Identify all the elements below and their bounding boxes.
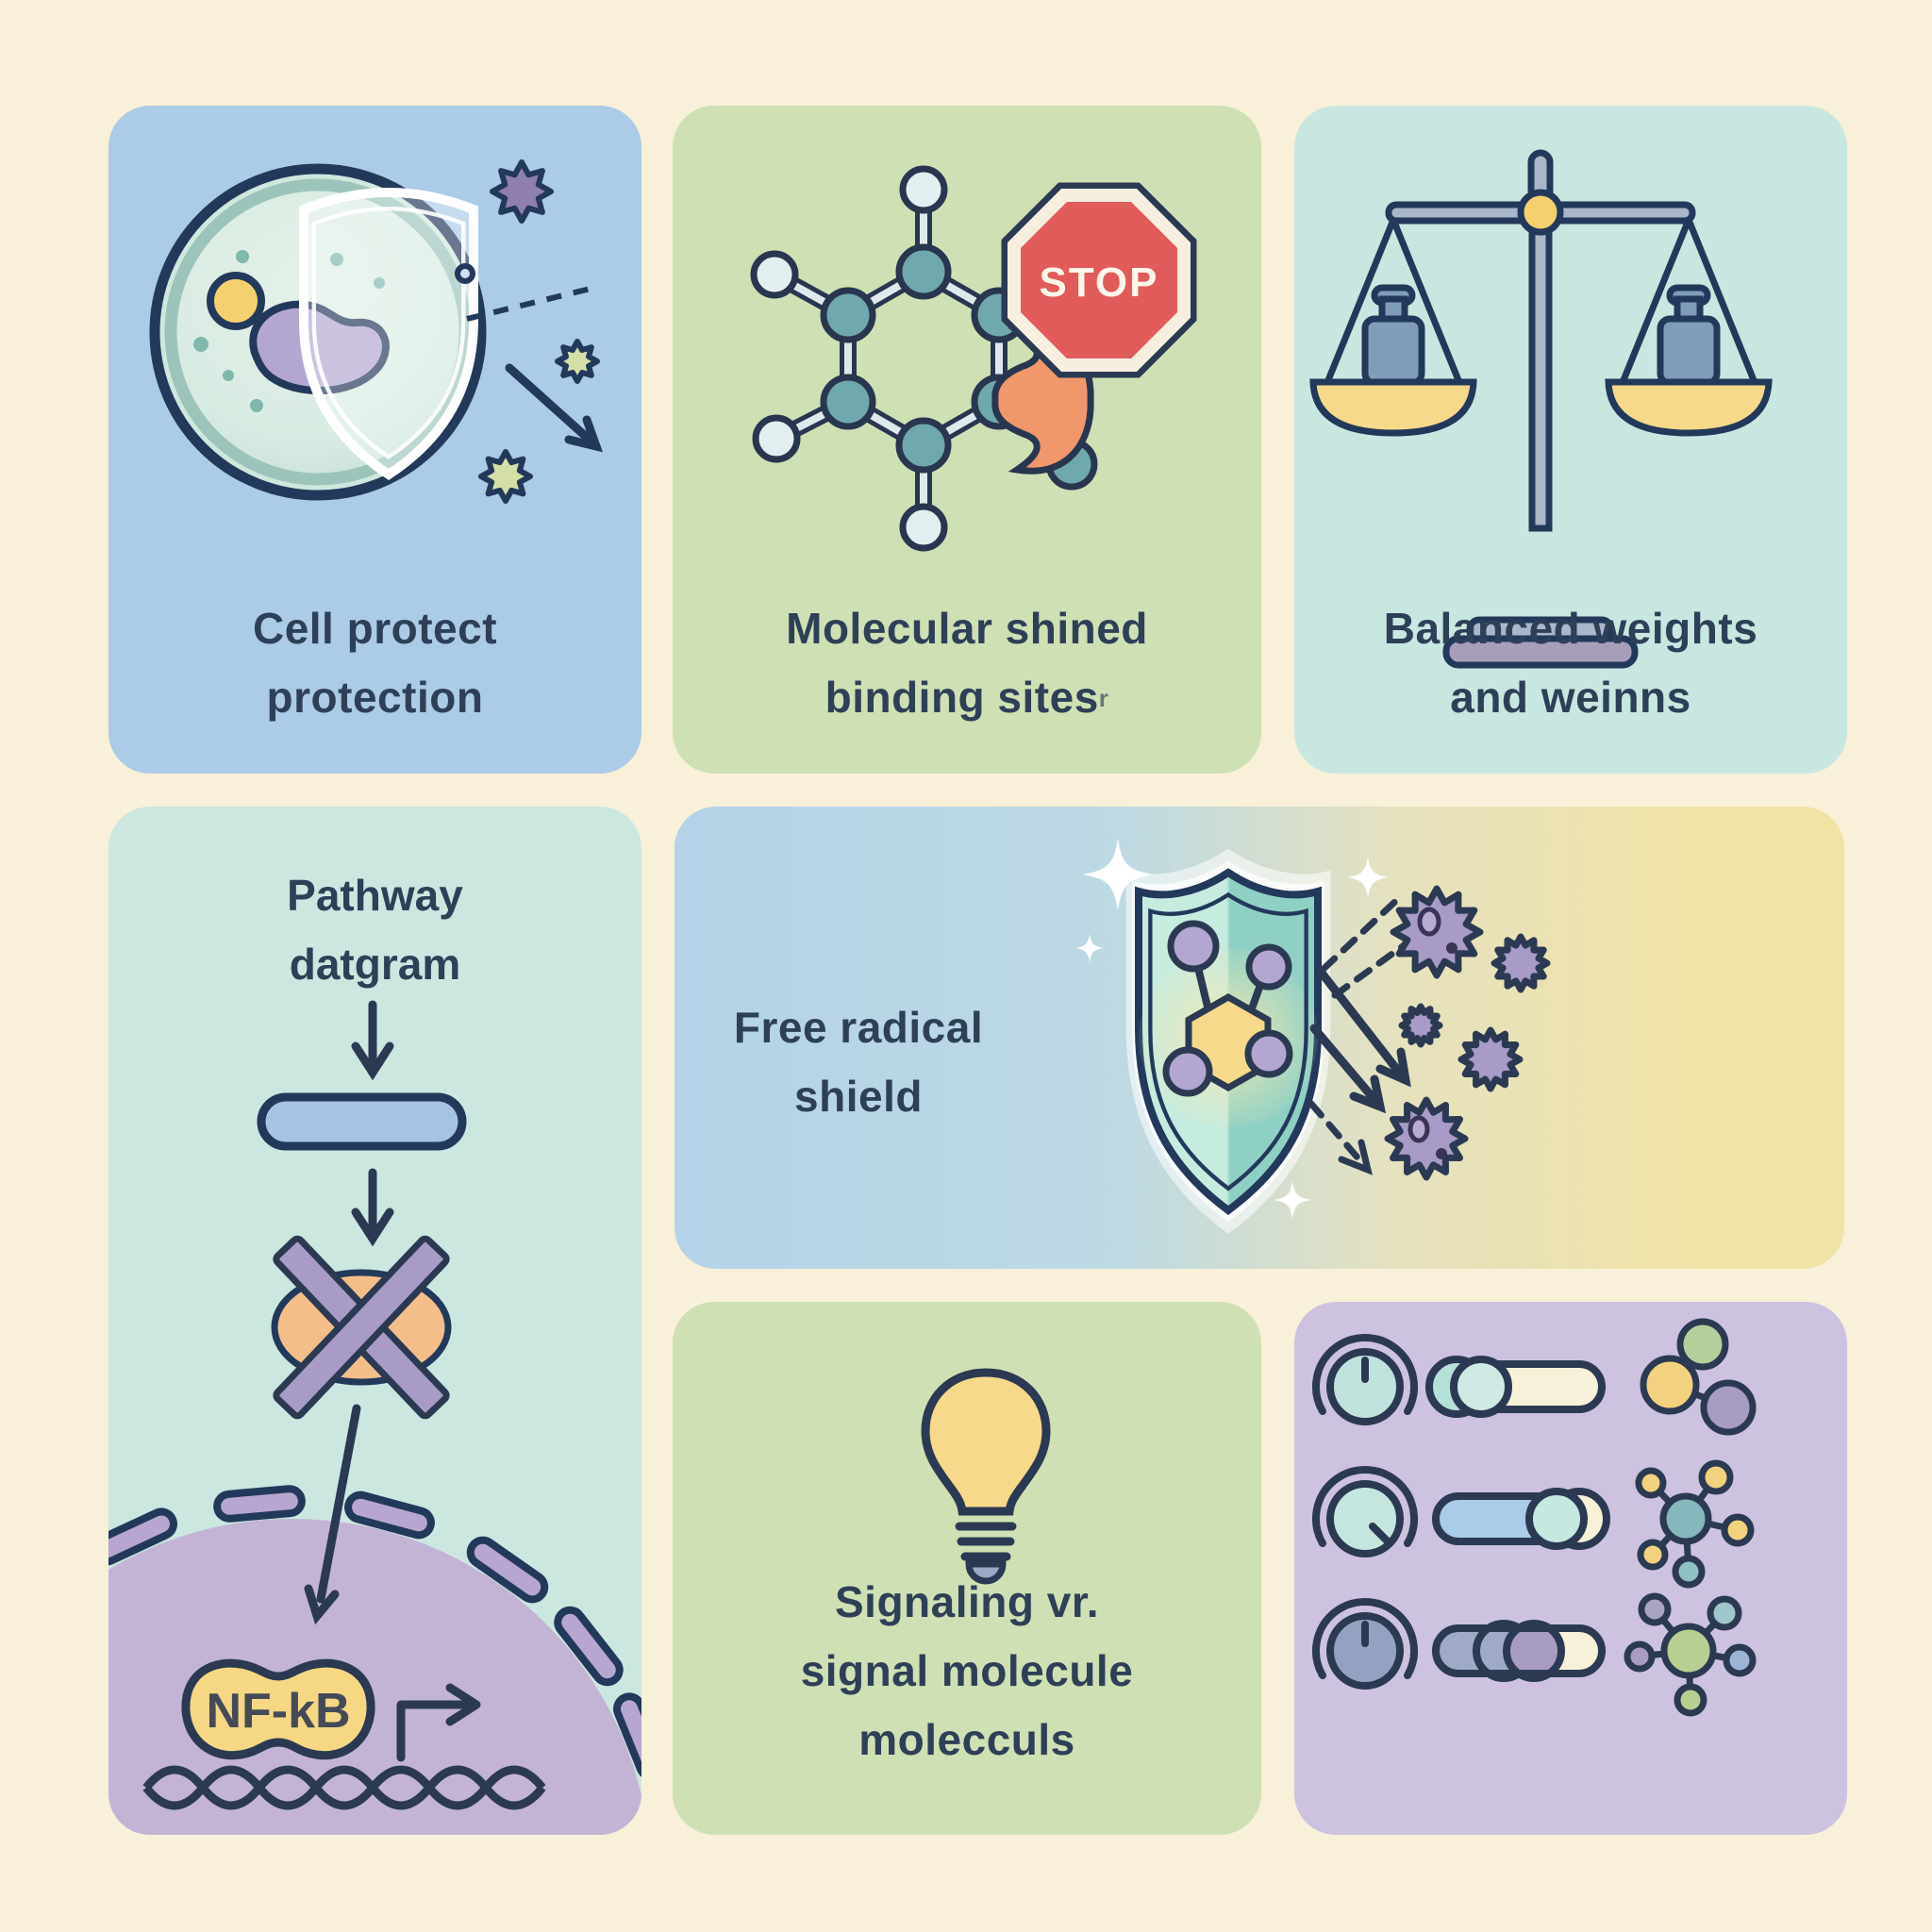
diagonal-arrow-icon [304, 1404, 361, 1625]
caption-line: and weinns [1450, 673, 1691, 722]
panel-free-radical-shield: Free radical shield [675, 807, 1844, 1269]
lightbulb-icon [921, 1368, 1051, 1585]
pan-icon [1605, 378, 1773, 437]
free-radical-icon [492, 162, 551, 221]
caption-line: molecculs [858, 1715, 1075, 1764]
caption-line: Molecular shined [786, 604, 1148, 653]
panel-molecular-binding: STOP Molecular shined binding sitesr [673, 106, 1261, 774]
dashed-line [466, 285, 595, 322]
panel-pathway: NF-kB [108, 807, 641, 1835]
caption-text: binding sites [824, 673, 1099, 722]
nfkb-blob-icon: NF-kB [181, 1658, 375, 1760]
caption-line: shield [794, 1072, 923, 1121]
shield-icon [299, 188, 478, 480]
toggle-icon [1432, 1620, 1606, 1682]
cytoplasm-dots [193, 250, 385, 412]
panel-controls [1294, 1302, 1847, 1835]
molecule-icon [1624, 1592, 1757, 1717]
stop-label: STOP [1039, 259, 1158, 306]
blocked-x-icon [271, 1235, 452, 1420]
stop-sign-icon: STOP [1001, 182, 1197, 378]
shield-molecule-icon [1125, 848, 1331, 1234]
caption-line: signal molecule [800, 1646, 1134, 1695]
knob-icon [1312, 1598, 1418, 1690]
caption-cell-protection: Cell protect protection [108, 594, 641, 732]
controls-illustration [1312, 1318, 1757, 1717]
caption-line: Balanced weights [1383, 604, 1758, 653]
toggle-icon [1432, 1488, 1610, 1550]
balance-scale-icon [1309, 149, 1773, 669]
balance-illustration [1309, 149, 1773, 669]
weight-icon [1657, 284, 1721, 387]
caption-line: protection [266, 673, 484, 722]
caption-free-radical: Free radical shield [675, 993, 1042, 1131]
pill-node-icon [257, 1092, 467, 1151]
molecule-icon [1640, 1318, 1757, 1436]
organelle-icon [207, 272, 265, 330]
knob-icon [1312, 1466, 1418, 1557]
caption-line: Cell protect [252, 604, 498, 653]
caption-artifact: r [1098, 684, 1109, 712]
free-radical-illustration [1075, 807, 1844, 1269]
nucleus-bean-icon [249, 300, 390, 394]
caption-balanced-weights: Balanced weights and weinns [1294, 594, 1847, 732]
knob-icon [1312, 1334, 1418, 1425]
pathway-illustration: NF-kB [108, 1000, 641, 1835]
nuclear-membrane-dashes [108, 1485, 641, 1781]
particle-dot-icon [455, 263, 475, 284]
caption-line: binding sitesr [673, 663, 1261, 733]
panel-balanced-weights: Balanced weights and weinns [1294, 106, 1847, 774]
radical-spots [1407, 907, 1457, 1159]
title-line: datgram [289, 940, 461, 989]
cell-protection-illustration [149, 106, 641, 774]
pathway-title: Pathway datgram [108, 861, 641, 999]
panel-signaling: Signaling vr. signal molecule molecculs [673, 1302, 1261, 1835]
molecule-atoms [1162, 920, 1293, 1097]
weight-icon [1361, 284, 1425, 387]
molecular-binding-illustration: STOP [750, 165, 1197, 552]
pan-strings [1324, 218, 1757, 382]
radical-star-icon [481, 452, 530, 501]
caption-signaling: Signaling vr. signal molecule molecculs [673, 1568, 1261, 1774]
nfkb-label: NF-kB [206, 1684, 350, 1739]
panel-cell-protection: Cell protect protection [108, 106, 641, 774]
arrow-icon [505, 363, 604, 453]
caption-molecular-binding: Molecular shined binding sitesr [673, 594, 1261, 733]
molecule-icon [1635, 1459, 1755, 1589]
caption-line: Signaling vr. [834, 1577, 1099, 1626]
pan-icon [1309, 378, 1477, 437]
down-arrow-icon [351, 1000, 394, 1081]
down-arrow-icon [351, 1168, 394, 1247]
signaling-illustration [921, 1368, 1051, 1585]
dna-icon [142, 1765, 546, 1810]
caption-line: Free radical [733, 1003, 984, 1052]
title-line: Pathway [287, 871, 463, 920]
transcription-arrow-icon [396, 1683, 481, 1762]
toggle-icon [1425, 1356, 1606, 1418]
radical-star-icon [558, 341, 597, 381]
